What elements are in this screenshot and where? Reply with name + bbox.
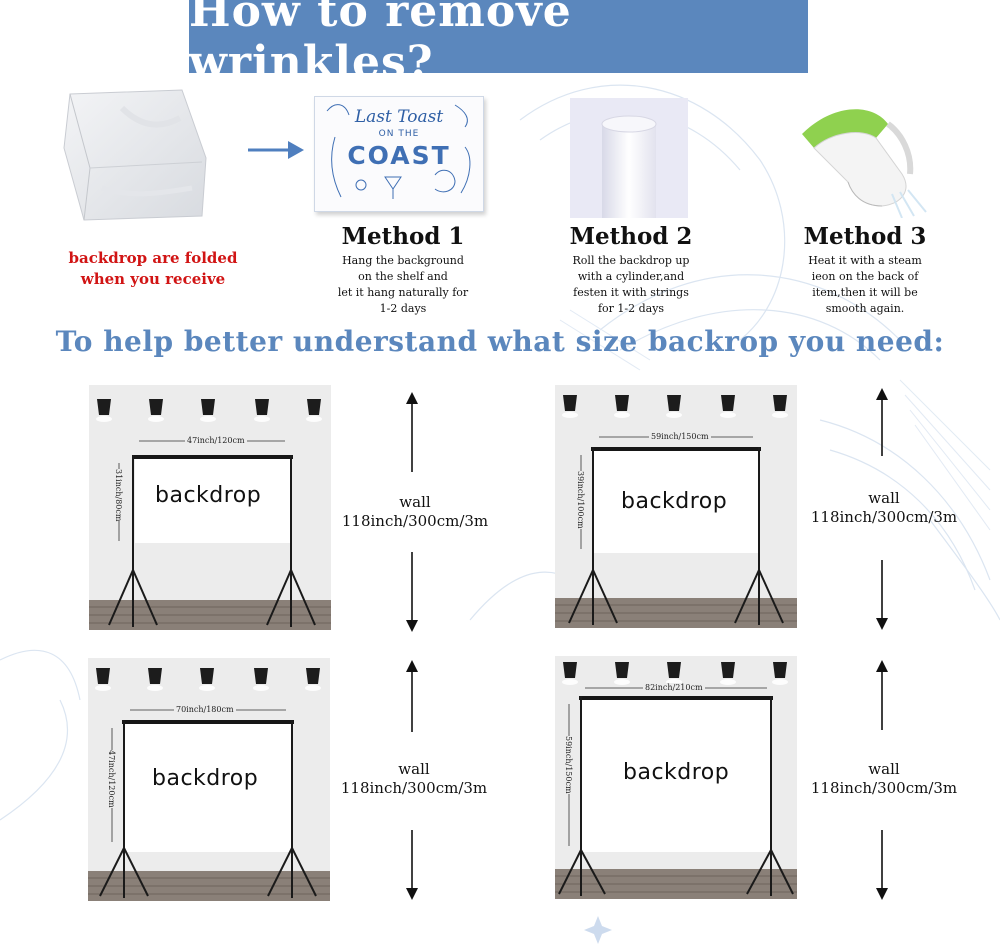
arrow-right-icon xyxy=(248,138,304,162)
scene-2-width-label: 59inch/150cm xyxy=(649,432,711,441)
scene-1-backdrop-label: backdrop xyxy=(155,483,262,508)
studio-scene-1-art xyxy=(89,385,331,630)
folded-backdrop-image xyxy=(62,88,208,222)
studio-scene-1: 47inch/120cm 31inch/80cm backdrop xyxy=(89,385,331,630)
scene-3-backdrop-label: backdrop xyxy=(152,766,259,791)
method-2-description: Roll the backdrop up with a cylinder,and… xyxy=(536,253,726,317)
method-1-line: Hang the background xyxy=(342,254,464,267)
method-3-line: item,then it will be xyxy=(812,286,918,299)
scene-1-wall-label: wall 118inch/300cm/3m xyxy=(320,493,510,531)
method-3-line: smooth again. xyxy=(825,302,905,315)
scene-4-backdrop-label: backdrop xyxy=(623,760,730,785)
wall-word: wall xyxy=(399,493,431,511)
studio-scene-2-art xyxy=(555,385,797,628)
wall-size: 118inch/300cm/3m xyxy=(810,779,958,797)
hanging-backdrop-poster: Last Toast ON THE COAST xyxy=(314,96,484,212)
poster-frame: Last Toast ON THE COAST xyxy=(314,96,484,212)
method-1-line: 1-2 days xyxy=(379,302,427,315)
size-guide-subtitle: To help better understand what size back… xyxy=(55,325,945,358)
title-banner: How to remove wrinkles? xyxy=(189,0,808,88)
wall-word: wall xyxy=(868,489,900,507)
wall-size: 118inch/300cm/3m xyxy=(340,779,488,797)
wall-word: wall xyxy=(868,760,900,778)
method-1-line: on the shelf and xyxy=(358,270,448,283)
scene-3-wall-label: wall 118inch/300cm/3m xyxy=(319,760,509,798)
arrow-down-icon xyxy=(406,552,418,632)
scene-3-width-label: 70inch/180cm xyxy=(174,705,236,714)
scene-1-width-label: 47inch/120cm xyxy=(185,436,247,445)
method-2-line: with a cylinder,and xyxy=(577,270,685,283)
method-2-line: for 1-2 days xyxy=(597,302,665,315)
scene-3-height-label: 47inch/120cm xyxy=(107,750,116,808)
arrow-up-icon xyxy=(406,660,418,732)
poster-big-text: COAST xyxy=(347,141,451,170)
scene-2-height-label: 39inch/100cm xyxy=(576,471,585,529)
arrow-up-icon xyxy=(876,660,888,730)
method-1-description: Hang the background on the shelf and let… xyxy=(308,253,498,317)
arrow-down-icon xyxy=(876,830,888,900)
poster-script-text: Last Toast xyxy=(354,107,444,127)
page-title: How to remove wrinkles? xyxy=(189,0,572,88)
scene-4-wall-label: wall 118inch/300cm/3m xyxy=(789,760,979,798)
method-3-line: Heat it with a steam xyxy=(808,254,922,267)
folded-caption-line1: backdrop are folded xyxy=(68,249,238,267)
studio-scene-3: 70inch/180cm 47inch/120cm backdrop xyxy=(88,658,330,901)
scene-1-height-label: 31inch/80cm xyxy=(114,469,123,522)
poster-small-text: ON THE xyxy=(378,129,420,139)
method-2-title: Method 2 xyxy=(569,223,693,250)
method-3-line: ieon on the back of xyxy=(811,270,919,283)
poster-doodles xyxy=(326,104,471,199)
wall-size: 118inch/300cm/3m xyxy=(341,512,489,530)
scene-4-height-label: 59inch/150cm xyxy=(564,736,573,794)
arrow-up-icon xyxy=(876,388,888,456)
arrow-down-icon xyxy=(406,830,418,900)
method-2-line: Roll the backdrop up xyxy=(572,254,690,267)
wall-size: 118inch/300cm/3m xyxy=(810,508,958,526)
studio-scene-2: 59inch/150cm 39inch/100cm backdrop xyxy=(555,385,797,628)
method-1-title: Method 1 xyxy=(341,223,465,250)
folded-caption-line2: when you receive xyxy=(80,270,226,288)
method-3-description: Heat it with a steam ieon on the back of… xyxy=(770,253,960,317)
steamer-image xyxy=(792,94,942,219)
scene-2-wall-label: wall 118inch/300cm/3m xyxy=(789,489,979,527)
method-3-title: Method 3 xyxy=(803,223,927,250)
arrow-up-icon xyxy=(406,392,418,472)
studio-scene-4-art xyxy=(555,656,797,899)
method-1-line: let it hang naturally for xyxy=(337,286,469,299)
method-2-line: festen it with strings xyxy=(573,286,689,299)
scene-2-backdrop-label: backdrop xyxy=(621,489,728,514)
folded-caption: backdrop are folded when you receive xyxy=(58,248,248,290)
wall-word: wall xyxy=(398,760,430,778)
studio-scene-3-art xyxy=(88,658,330,901)
rolled-cylinder-image xyxy=(570,98,688,218)
scene-4-width-label: 82inch/210cm xyxy=(643,683,705,692)
studio-scene-4: 82inch/210cm 59inch/150cm backdrop xyxy=(555,656,797,899)
arrow-down-icon xyxy=(876,560,888,630)
